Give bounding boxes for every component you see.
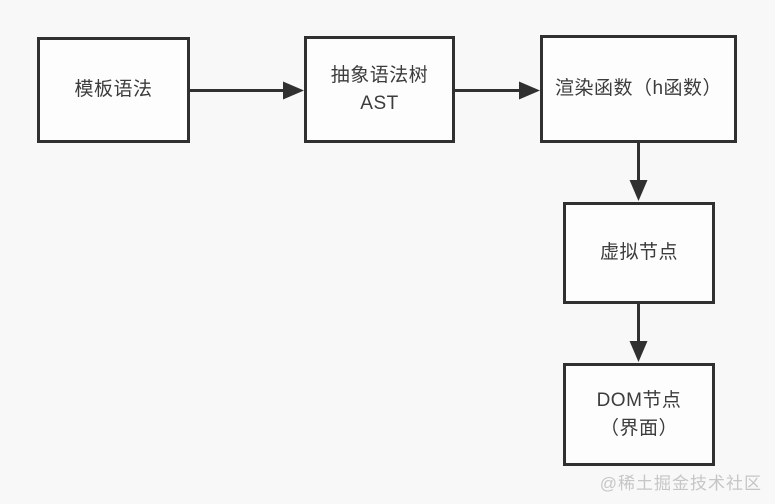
arrowhead-down-icon: [629, 341, 648, 362]
arrow-ast-to-render: [455, 81, 540, 100]
node-label-line2: AST: [360, 92, 399, 114]
node-abstract-syntax-tree: 抽象语法树 AST: [304, 36, 455, 143]
node-label-line1: 抽象语法树: [330, 64, 429, 86]
arrow-template-to-ast: [190, 81, 304, 100]
node-virtual-node: 虚拟节点: [563, 202, 715, 304]
arrowhead-down-icon: [629, 180, 648, 201]
watermark: @稀土掘金技术社区: [599, 474, 762, 493]
arrow-render-to-vnode: [629, 143, 648, 201]
node-template-syntax: 模板语法: [37, 37, 190, 143]
node-dom-node: DOM节点 （界面）: [563, 363, 715, 466]
node-label: 渲染函数（h函数）: [554, 78, 723, 99]
node-label: 虚拟节点: [599, 242, 678, 263]
node-label-line1: DOM节点: [596, 389, 682, 411]
arrowhead-right-icon: [283, 81, 304, 100]
node-render-function: 渲染函数（h函数）: [540, 35, 737, 143]
arrow-vnode-to-dom: [629, 304, 648, 362]
arrowhead-right-icon: [519, 81, 540, 100]
node-label: 模板语法: [74, 79, 153, 100]
node-label-line2: （界面）: [599, 417, 678, 439]
